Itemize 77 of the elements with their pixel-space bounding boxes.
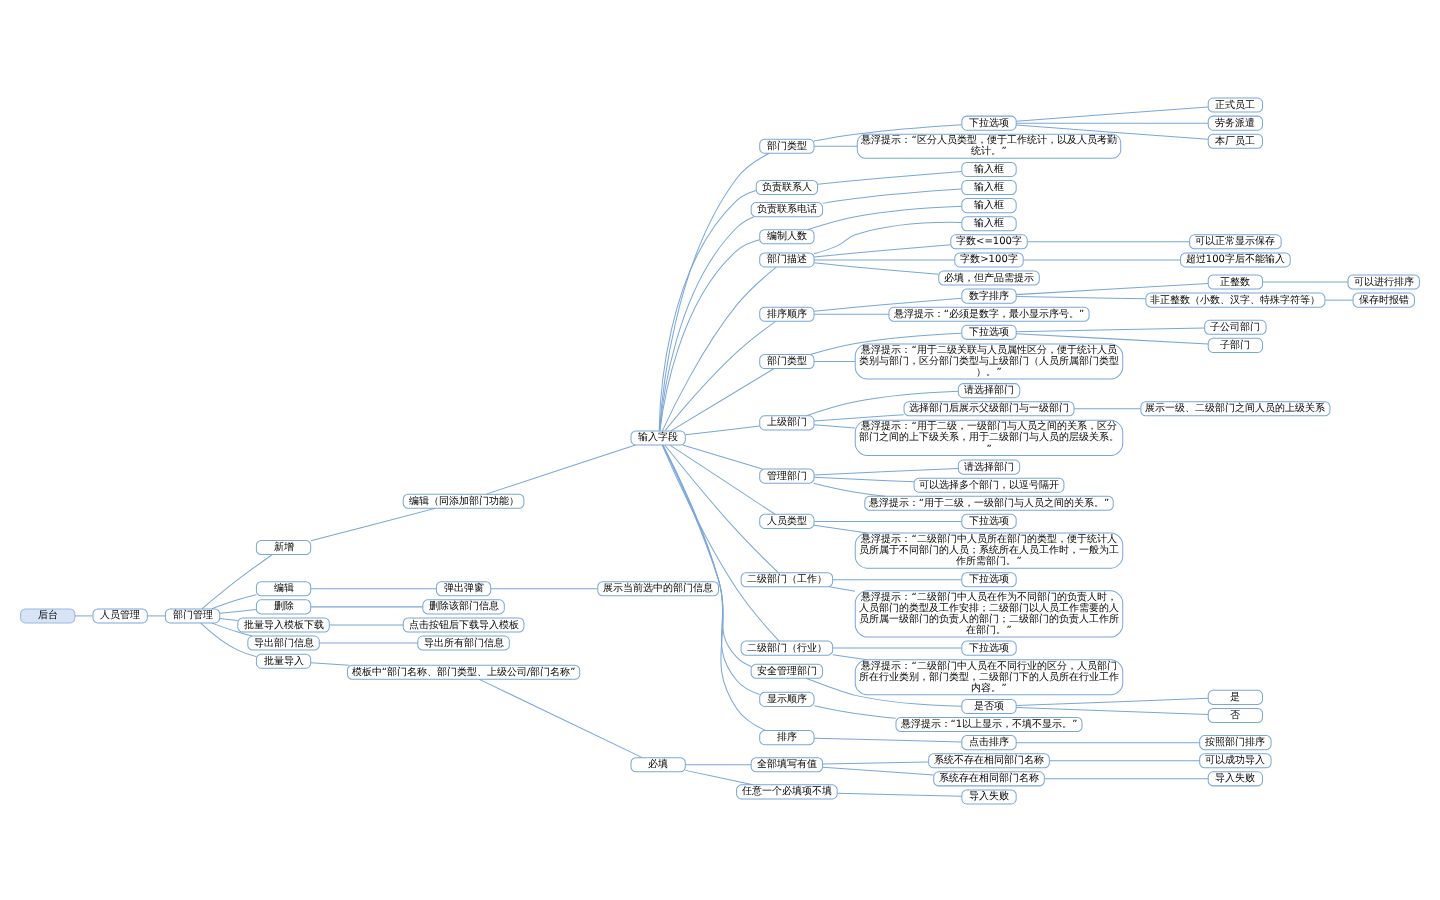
connector [201, 553, 273, 609]
connector [1015, 121, 1209, 123]
connector [310, 661, 350, 665]
connector [822, 765, 935, 775]
connector [813, 423, 856, 428]
connector [1015, 696, 1209, 705]
connector [813, 243, 952, 257]
connector [832, 578, 963, 580]
connector [813, 312, 890, 314]
connector [328, 623, 404, 625]
connector [813, 519, 963, 521]
connector [684, 768, 754, 785]
connector [211, 621, 253, 636]
connector [310, 587, 437, 589]
connector [310, 506, 436, 541]
connector [813, 704, 897, 718]
connector [822, 760, 929, 764]
connector [1015, 295, 1147, 299]
connector [664, 319, 777, 430]
connector [828, 585, 856, 591]
connector [219, 617, 239, 620]
connector [682, 443, 763, 469]
connector [822, 187, 962, 203]
connector [1073, 407, 1141, 409]
connector [661, 265, 777, 431]
connector [490, 587, 598, 589]
connector [1324, 298, 1354, 300]
connector [813, 413, 905, 421]
connector [832, 646, 963, 648]
connector [813, 123, 962, 141]
connector [659, 152, 770, 431]
connector [478, 677, 643, 758]
connector [669, 443, 776, 514]
connector [813, 220, 963, 254]
connector [813, 475, 915, 482]
connector [813, 736, 963, 742]
connector [1015, 282, 1209, 295]
connector [219, 608, 257, 613]
connector [684, 424, 761, 435]
connector [1015, 332, 1209, 344]
connector [1022, 258, 1181, 260]
connector [485, 443, 636, 494]
connector [200, 621, 257, 657]
connector [211, 593, 257, 609]
connector [661, 443, 780, 641]
connector [1026, 240, 1191, 242]
connector [684, 763, 752, 765]
connector [813, 523, 868, 533]
connector [813, 296, 963, 311]
connector [813, 144, 858, 146]
connector [813, 481, 886, 496]
connector [1015, 741, 1200, 743]
connector [1015, 326, 1206, 332]
connector [807, 204, 963, 230]
connector [836, 791, 963, 796]
connector [1015, 123, 1209, 139]
connector [813, 258, 955, 260]
connector [1015, 705, 1209, 714]
connector [662, 443, 767, 731]
connector [670, 367, 775, 431]
connector [659, 238, 761, 431]
connector [1262, 280, 1349, 282]
connector [832, 653, 868, 660]
connector [74, 614, 94, 616]
connector [813, 360, 856, 361]
connector [146, 614, 166, 616]
connector [809, 331, 962, 354]
connector [817, 169, 963, 184]
connector [318, 641, 419, 643]
connector [310, 605, 424, 607]
connector [1044, 777, 1209, 779]
connector [1015, 105, 1209, 121]
connector [1048, 759, 1201, 761]
connector [813, 261, 939, 274]
connector [664, 443, 779, 573]
connector [805, 676, 963, 706]
connector [662, 443, 761, 695]
